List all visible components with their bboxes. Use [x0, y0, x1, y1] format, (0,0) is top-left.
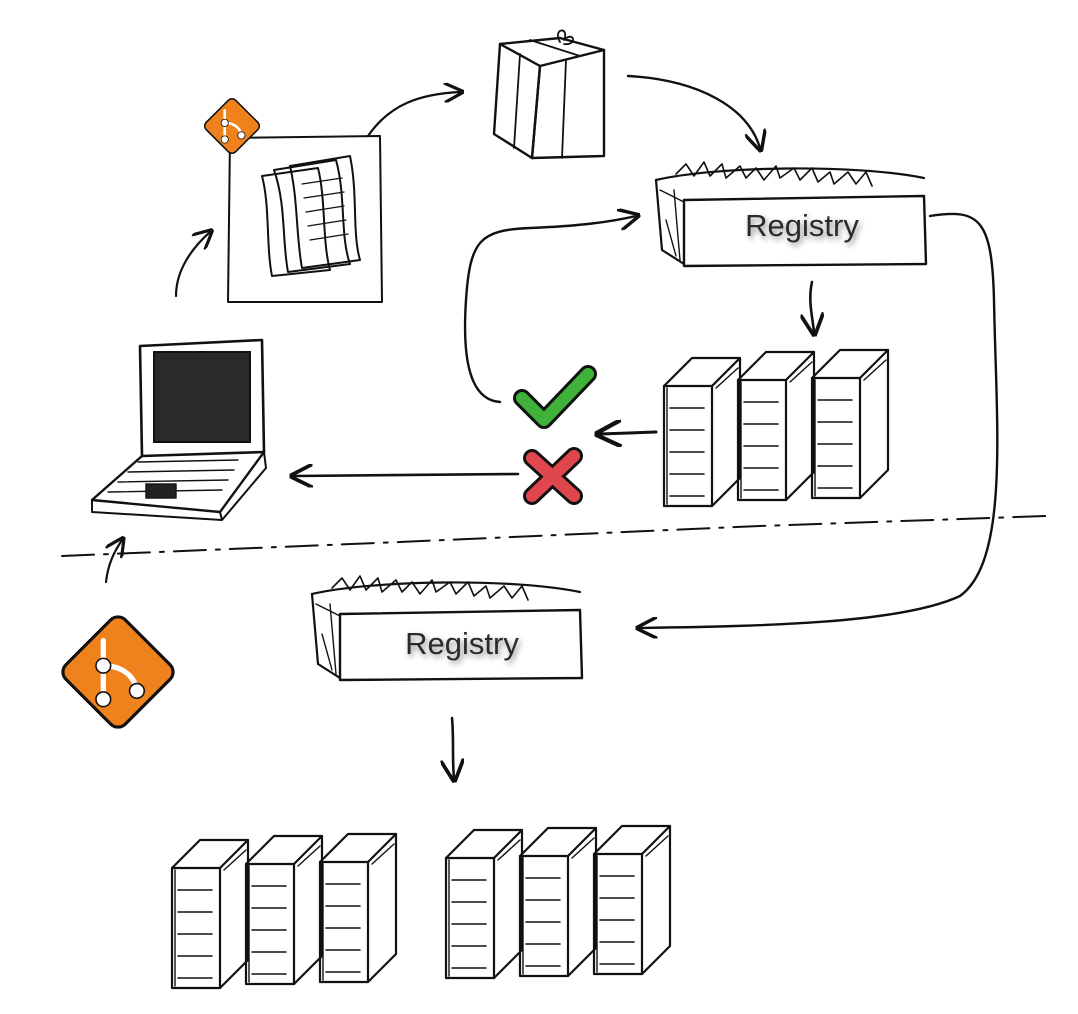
- cross-icon: [523, 447, 583, 505]
- arrow-registry-to-test-servers: [810, 280, 814, 332]
- server-rack-icon: [318, 832, 398, 984]
- arrow-git-to-laptop: [104, 540, 122, 584]
- registry-bottom-label: Registry: [405, 626, 519, 661]
- arrow-files-to-package: [366, 92, 460, 138]
- server-rack-icon: [736, 350, 816, 502]
- production-servers: [170, 824, 672, 990]
- server-rack-icon: [810, 348, 890, 500]
- source-files-icon: [227, 135, 383, 303]
- arrow-check-to-registry: [463, 216, 636, 404]
- test-servers: [662, 348, 890, 508]
- arrow-registry-to-production-servers: [452, 716, 454, 778]
- package-box-icon: [492, 29, 606, 160]
- arrow-cross-to-laptop: [294, 474, 520, 476]
- dashed-separator: [61, 515, 1047, 557]
- server-rack-icon: [244, 834, 324, 986]
- server-rack-icon: [662, 356, 742, 508]
- arrow-laptop-to-files: [174, 232, 210, 298]
- server-rack-icon: [170, 838, 250, 990]
- arrow-registry-to-production-registry: [640, 212, 999, 628]
- server-rack-icon: [592, 824, 672, 976]
- registry-top-label: Registry: [745, 208, 859, 243]
- server-rack-icon: [518, 826, 598, 978]
- arrow-package-to-registry: [626, 74, 760, 148]
- laptop-icon: [90, 338, 267, 521]
- git-logo-icon: [201, 95, 263, 157]
- git-logo-icon: [59, 613, 178, 732]
- server-rack-icon: [444, 828, 524, 980]
- check-icon: [513, 365, 597, 429]
- arrow-servers-to-results: [600, 432, 658, 434]
